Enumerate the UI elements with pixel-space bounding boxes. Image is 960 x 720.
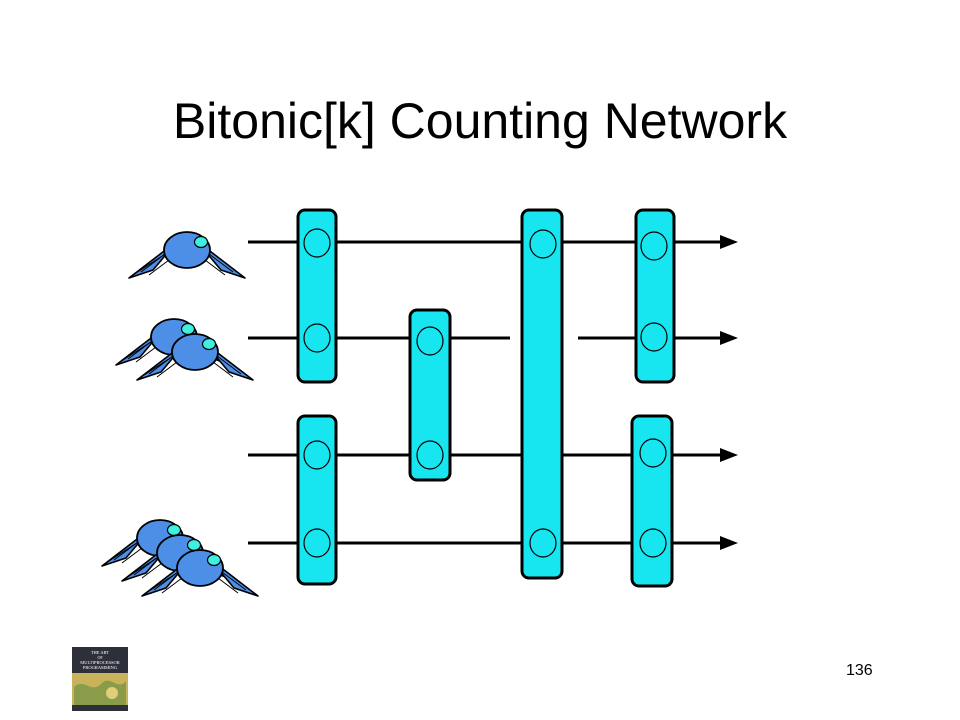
book-cover-line: MULTIPROCESSOR [80, 660, 120, 665]
balancer-toggle-icon [416, 440, 444, 470]
balancer-toggle-icon [640, 322, 668, 352]
balancer [408, 308, 452, 482]
book-cover-line: PROGRAMMING [83, 665, 118, 670]
balancer-toggle-icon [416, 326, 444, 356]
balancer-toggle-icon [640, 231, 668, 261]
token-group-wire-4 [101, 519, 259, 597]
token-group-wire-1 [128, 231, 246, 279]
balancer-toggle-icon [639, 438, 667, 468]
balancer-toggle-icon [303, 323, 331, 353]
slide-title: Bitonic[k] Counting Network [172, 93, 788, 149]
book-cover-icon: THE ART OF MULTIPROCESSOR PROGRAMMING [72, 647, 128, 711]
balancer-toggle-icon [303, 228, 331, 258]
balancer-toggle-icon [529, 229, 557, 259]
page-number: 136 [846, 662, 873, 679]
balancer-toggle-icon [529, 528, 557, 558]
bird-token-icon [128, 231, 246, 279]
arrow-head-icon [720, 331, 738, 345]
balancer [296, 208, 338, 384]
token-group-wire-2 [115, 318, 254, 381]
balancer [296, 414, 338, 586]
balancer-toggle-icon [639, 528, 667, 558]
arrow-head-icon [720, 536, 738, 550]
arrow-head-icon [720, 235, 738, 249]
balancer-toggle-icon [303, 440, 331, 470]
balancer [520, 208, 564, 580]
balancer [630, 414, 674, 588]
arrow-head-icon [720, 448, 738, 462]
balancer [634, 208, 676, 384]
book-cover-line: OF [97, 655, 103, 660]
balancer-toggle-icon [303, 528, 331, 558]
book-cover-line: THE ART [91, 650, 110, 655]
